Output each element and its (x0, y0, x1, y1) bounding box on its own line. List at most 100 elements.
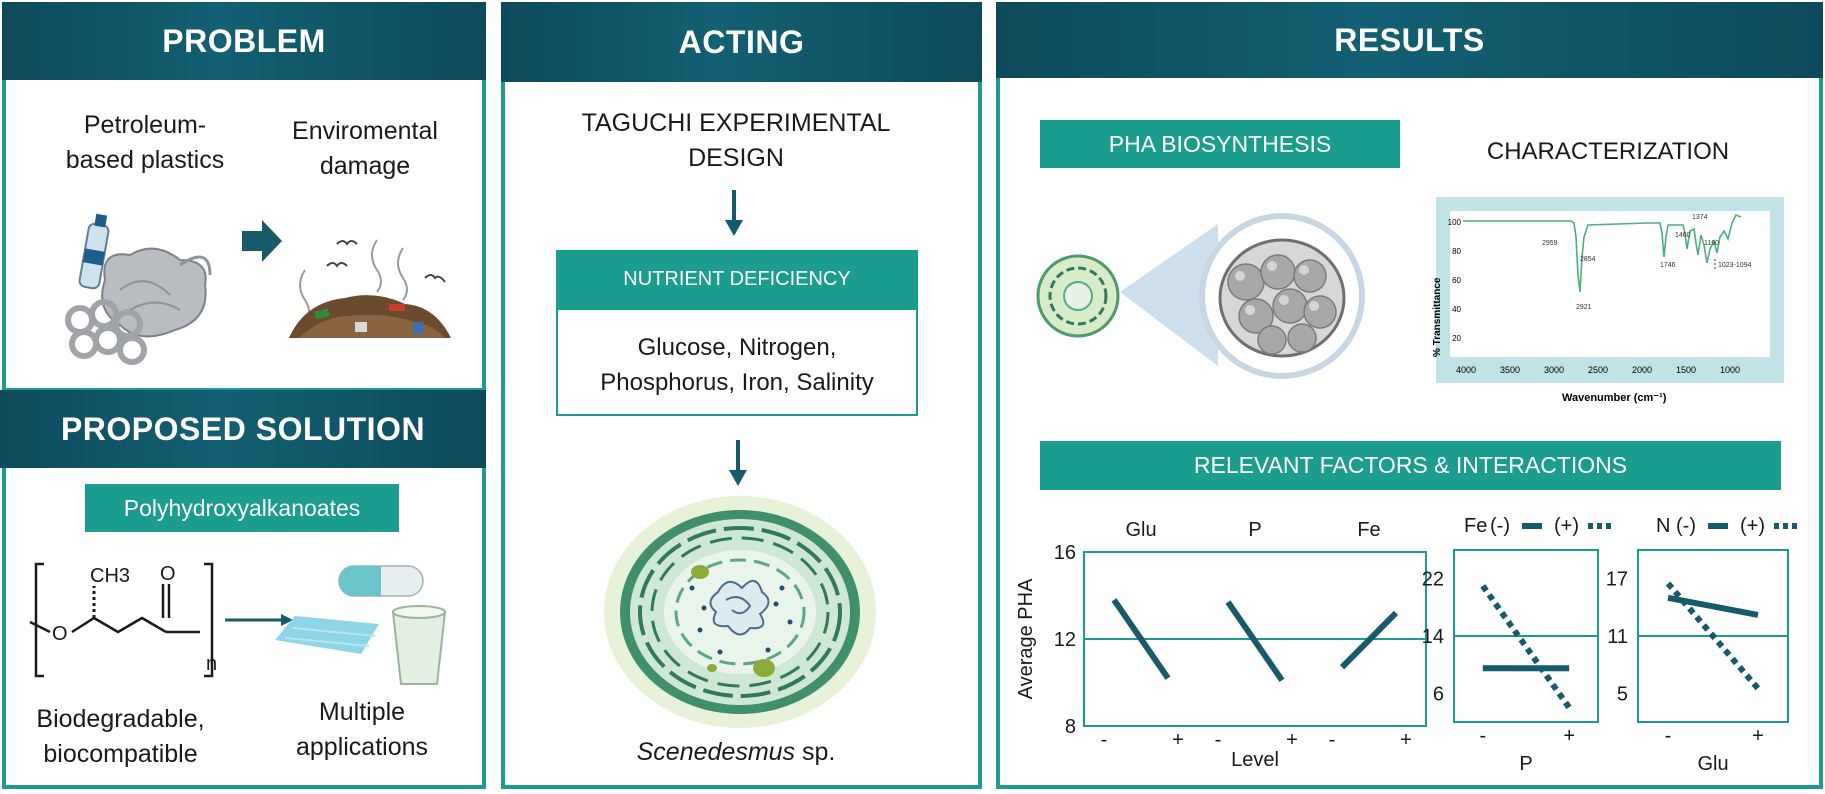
interaction-chart-ytick: 14 (1422, 626, 1444, 648)
interaction-chart-xtick: + (1752, 725, 1764, 747)
acting-title: ACTING (501, 2, 982, 82)
film-sheet-icon (275, 616, 379, 654)
ftir-xtick: 4000 (1456, 365, 1476, 375)
interaction-chart-n-glu: 17 11 5 - + Glu N (-) (+) (1606, 515, 1798, 775)
organism-label: Scenedesmus sp. (560, 738, 912, 767)
interaction-chart-ytick: 22 (1422, 569, 1444, 591)
interaction-chart-ytick: 6 (1433, 683, 1444, 705)
main-chart-ylabel: Average PHA (1015, 578, 1037, 699)
ftir-peak-label: 1160 (1704, 240, 1719, 247)
solution-title: PROPOSED SOLUTION (0, 390, 486, 468)
main-chart-xtick: + (1400, 729, 1412, 751)
garbage-pile-icon (289, 295, 451, 338)
main-chart-ytick: 8 (1065, 716, 1076, 738)
pha-biosynthesis-box: PHA BIOSYNTHESIS (1040, 120, 1400, 168)
main-chart-effect-line (1339, 610, 1399, 670)
applications-label: Multiple applications (295, 698, 429, 761)
ftir-xtick: 3500 (1500, 365, 1520, 375)
ftir-ytick: 80 (1452, 247, 1461, 256)
ftir-ytick: 40 (1452, 305, 1461, 314)
interaction-legend-plus: (+) (1554, 515, 1579, 537)
ftir-ytick: 60 (1452, 276, 1461, 285)
main-chart-factor-label: P (1248, 519, 1261, 541)
interaction-legend-factor: N (1656, 515, 1670, 537)
main-chart-xtick: - (1329, 729, 1336, 751)
petroleum-plastics-label: Petroleum- based plastics (65, 111, 225, 174)
ftir-peak-label: 1023-1094 (1718, 262, 1752, 269)
biodegradable-label: Biodegradable, biocompatible (36, 705, 205, 768)
environmental-damage-label: Enviromental damage (292, 117, 438, 180)
pha-structural-formula: CH3 O O n (29, 562, 217, 678)
main-effects-chart: 16 12 8 Average PHA Level Glu - + P - + Fe - + (1015, 519, 1427, 771)
ftir-peak-label: 1460 (1675, 232, 1691, 239)
waste-dump-illustration (289, 239, 451, 338)
interaction-chart-xtick: - (1479, 725, 1486, 747)
compound-name-box: Polyhydroxyalkanoates (85, 484, 399, 532)
ftir-xlabel: Wavenumber (cm⁻¹) (1562, 392, 1667, 404)
applications-illustration (275, 565, 447, 685)
nutrient-deficiency-box (556, 308, 918, 416)
ftir-peak-label: 1746 (1660, 262, 1676, 269)
main-chart-xlabel: Level (1231, 749, 1279, 771)
factors-interactions-box: RELEVANT FACTORS & INTERACTIONS (1040, 441, 1781, 490)
capsule-icon (338, 565, 424, 597)
problem-title: PROBLEM (2, 2, 486, 80)
results-title: RESULTS (996, 2, 1823, 78)
arrow-right-icon (242, 220, 282, 262)
organism-suffix: sp. (795, 738, 836, 766)
ftir-xtick: 1000 (1720, 365, 1740, 375)
chain-oxygen-label: O (52, 623, 68, 645)
interaction-chart-fe-p: 22 14 6 - + P Fe(-) (+) (1422, 515, 1612, 775)
characterization-label: CHARACTERIZATION (1486, 138, 1730, 165)
bird-icon (326, 240, 446, 283)
interaction-legend-plus: (+) (1740, 515, 1765, 537)
ftir-peak-label: 2854 (1580, 256, 1596, 263)
interaction-chart-xtick: + (1563, 725, 1575, 747)
main-chart-xtick: - (1215, 729, 1222, 751)
interaction-series-line (1480, 584, 1572, 710)
carbonyl-oxygen-label: O (160, 563, 176, 585)
interaction-series-line (1667, 594, 1759, 618)
microalgae-cell-illustration (604, 496, 876, 728)
interaction-chart-ytick: 11 (1607, 626, 1628, 648)
main-chart-factor-label: Glu (1125, 519, 1156, 541)
interaction-chart-xlabel: P (1519, 753, 1532, 775)
arrow-right-thin-icon (225, 614, 293, 626)
arrow-down-icon (725, 190, 743, 236)
interaction-series-line (1665, 581, 1761, 691)
ftir-xtick: 1500 (1676, 365, 1696, 375)
interaction-legend-minus: (-) (1676, 515, 1696, 537)
main-chart-xtick: - (1101, 729, 1108, 751)
ftir-peak-label: 2959 (1542, 240, 1558, 247)
cup-icon (391, 605, 447, 685)
main-chart-xtick: + (1286, 729, 1298, 751)
ftir-ytick: 100 (1448, 218, 1462, 227)
main-chart-factor-label: Fe (1357, 519, 1380, 541)
main-chart-effect-line (1111, 598, 1171, 680)
repeat-unit-n-label: n (206, 653, 217, 675)
ftir-xtick: 2500 (1588, 365, 1608, 375)
ftir-ylabel: % Transmittance (1432, 277, 1443, 357)
main-chart-ytick: 16 (1054, 542, 1076, 564)
main-chart-xtick: + (1172, 729, 1184, 751)
interaction-legend-factor: Fe (1464, 515, 1487, 537)
six-pack-rings-icon (65, 299, 147, 365)
interaction-legend-minus: (-) (1490, 515, 1510, 537)
ftir-peak-label: 1374 (1692, 214, 1708, 221)
organism-genus: Scenedesmus (636, 738, 796, 766)
ftir-ytick: 20 (1452, 334, 1461, 343)
methyl-group-label: CH3 (90, 565, 130, 587)
nutrient-deficiency-header: NUTRIENT DEFICIENCY (556, 250, 918, 308)
pha-granules-illustration (1036, 213, 1365, 379)
ftir-xtick: 2000 (1632, 365, 1652, 375)
plastic-waste-illustration (65, 213, 212, 365)
interaction-chart-ytick: 5 (1617, 683, 1628, 705)
interaction-chart-xlabel: Glu (1697, 753, 1728, 775)
taguchi-design-label: TAGUCHI EXPERIMENTAL DESIGN (581, 109, 891, 172)
ftir-xtick: 3000 (1544, 365, 1564, 375)
main-chart-ytick: 12 (1054, 629, 1076, 651)
nutrient-list: Glucose, Nitrogen, Phosphorus, Iron, Sal… (600, 334, 874, 396)
ftir-peak-label: 2921 (1576, 304, 1592, 311)
interaction-chart-ytick: 17 (1606, 569, 1628, 591)
interaction-chart-xtick: - (1665, 725, 1672, 747)
